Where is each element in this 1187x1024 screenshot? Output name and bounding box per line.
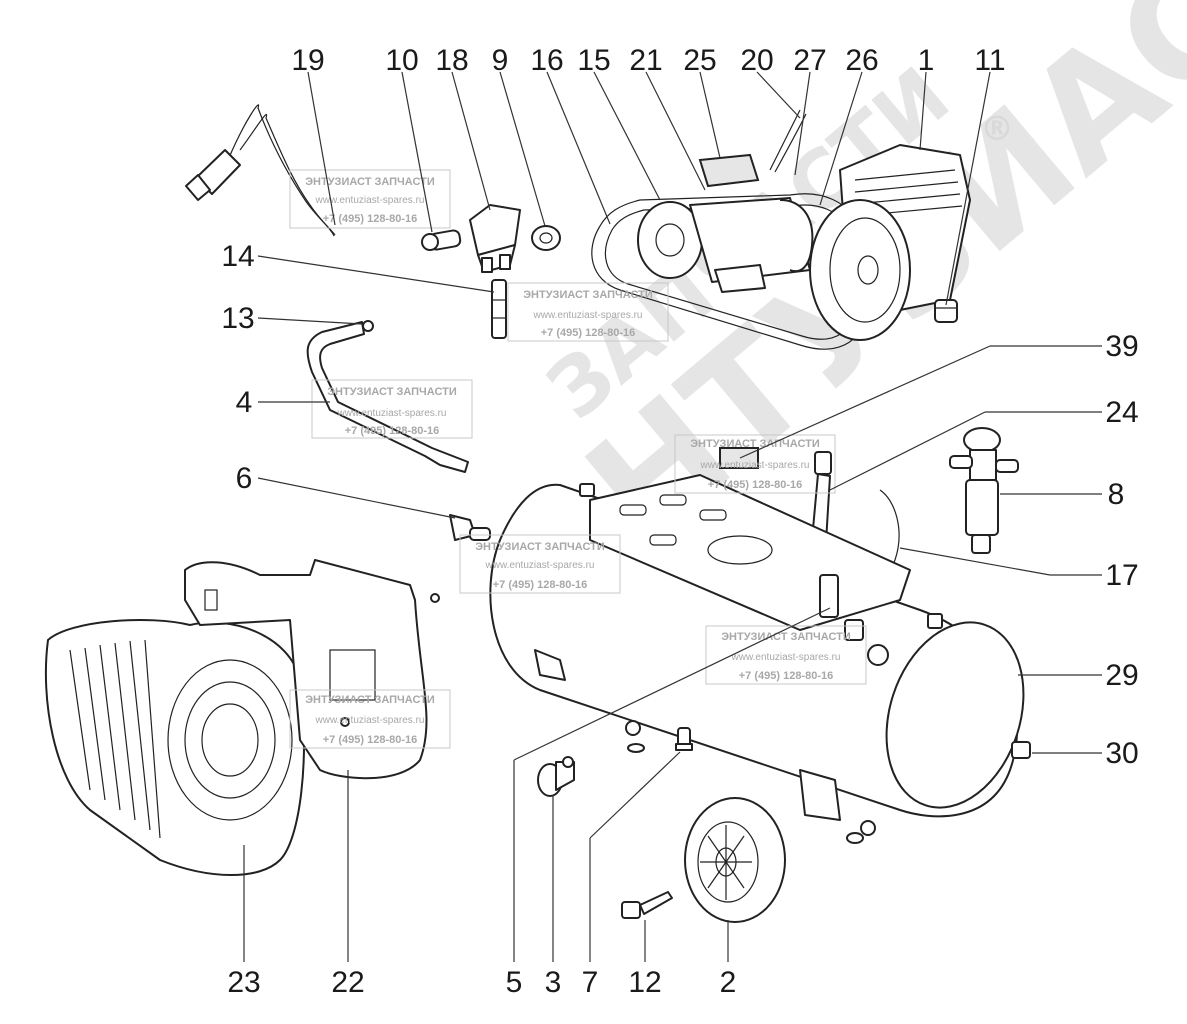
callout-24: 24: [1105, 396, 1138, 429]
belt-guard-back: [184, 559, 440, 780]
watermark-site-6: www.entuziast-spares.ru: [731, 652, 841, 663]
callout-2: 2: [720, 966, 737, 999]
watermark-brand-3: ЭНТУЗИАСТ ЗАПЧАСТИ: [327, 386, 457, 398]
watermark-brand-1: ЭНТУЗИАСТ ЗАПЧАСТИ: [305, 176, 435, 188]
callout-9: 9: [492, 44, 509, 77]
callout-22: 22: [331, 966, 364, 999]
callout-12: 12: [628, 966, 661, 999]
pressure-switch: [469, 204, 521, 273]
main-wheel: [684, 797, 786, 923]
watermark-brand-2: ЭНТУЗИАСТ ЗАПЧАСТИ: [523, 289, 653, 301]
callout-20: 20: [740, 44, 773, 77]
callout-15: 15: [577, 44, 610, 77]
belt-guard-grille: [69, 639, 293, 839]
callout-3: 3: [545, 966, 562, 999]
electric-motor: [637, 153, 814, 293]
watermark-box-7: ЭНТУЗИАСТ ЗАПЧАСТИ www.entuziast-spares.…: [289, 689, 451, 749]
watermark-site-3: www.entuziast-spares.ru: [337, 408, 447, 419]
watermark-box-1: ЭНТУЗИАСТ ЗАПЧАСТИ www.entuziast-spares.…: [289, 169, 451, 229]
watermark-brand-6: ЭНТУЗИАСТ ЗАПЧАСТИ: [721, 631, 851, 643]
air-filter: [531, 225, 561, 251]
watermark-phone-2: +7 (495) 128-80-16: [541, 327, 635, 339]
watermark-phone-4: +7 (495) 128-80-16: [708, 479, 802, 491]
caster-wheel: [537, 756, 575, 797]
small-fitting-7: [675, 727, 693, 751]
callout-17: 17: [1105, 559, 1138, 592]
watermark-phone-3: +7 (495) 128-80-16: [345, 425, 439, 437]
nuts-washers: [625, 720, 876, 844]
watermark-box-4: ЭНТУЗИАСТ ЗАПЧАСТИ www.entuziast-spares.…: [674, 434, 836, 494]
belt-guard-cover: [44, 619, 305, 876]
callout-30: 30: [1105, 737, 1138, 770]
callout-27: 27: [793, 44, 826, 77]
watermark-brand-5: ЭНТУЗИАСТ ЗАПЧАСТИ: [475, 541, 605, 553]
callout-5: 5: [506, 966, 523, 999]
fitting-11: [934, 299, 958, 323]
watermark-site-2: www.entuziast-spares.ru: [533, 310, 643, 321]
watermark-phone-7: +7 (495) 128-80-16: [323, 734, 417, 746]
leader-lines: [243, 71, 1102, 962]
callout-7: 7: [582, 966, 599, 999]
callout-19: 19: [291, 44, 324, 77]
callout-21: 21: [629, 44, 662, 77]
callout-10: 10: [385, 44, 418, 77]
watermark-phone-5: +7 (495) 128-80-16: [493, 579, 587, 591]
watermark-box-5: ЭНТУЗИАСТ ЗАПЧАСТИ www.entuziast-spares.…: [459, 534, 621, 594]
delivery-tube: [306, 320, 469, 473]
watermark-phone-1: +7 (495) 128-80-16: [323, 213, 417, 225]
watermark-site-7: www.entuziast-spares.ru: [315, 715, 425, 726]
callout-numbers: 19 10 18 9 16 15 21 25 20 27 26 1 11 14 …: [221, 44, 1138, 999]
callout-6: 6: [236, 462, 253, 495]
compressor-pump: [809, 144, 971, 341]
tank-plug: [1011, 741, 1031, 759]
pressure-regulator: [949, 427, 1019, 554]
watermark-site-1: www.entuziast-spares.ru: [315, 195, 425, 206]
fitting-10: [421, 229, 462, 251]
watermark-brand-4: ЭНТУЗИАСТ ЗАПЧАСТИ: [690, 438, 820, 450]
registered-mark: ®: [980, 109, 1014, 149]
watermark-box-2: ЭНТУЗИАСТ ЗАПЧАСТИ www.entuziast-spares.…: [507, 282, 669, 342]
air-tank: [489, 474, 1025, 821]
rating-plate: [719, 447, 759, 469]
watermark-brand-7: ЭНТУЗИАСТ ЗАПЧАСТИ: [305, 694, 435, 706]
callout-18: 18: [435, 44, 468, 77]
callout-8: 8: [1108, 478, 1125, 511]
power-cord: [185, 104, 336, 237]
callout-25: 25: [683, 44, 716, 77]
callout-16: 16: [530, 44, 563, 77]
callout-13: 13: [221, 302, 254, 335]
watermark-site-5: www.entuziast-spares.ru: [485, 560, 595, 571]
watermark-phone-6: +7 (495) 128-80-16: [739, 670, 833, 682]
watermark-box-3: ЭНТУЗИАСТ ЗАПЧАСТИ www.entuziast-spares.…: [311, 379, 473, 439]
watermark-site-4: www.entuziast-spares.ru: [700, 460, 810, 471]
callout-26: 26: [845, 44, 878, 77]
axle-bolt: [621, 891, 673, 919]
callout-14: 14: [221, 240, 254, 273]
callout-39: 39: [1105, 330, 1138, 363]
watermark-box-6: ЭНТУЗИАСТ ЗАПЧАСТИ www.entuziast-spares.…: [705, 625, 867, 685]
callout-4: 4: [236, 386, 253, 419]
callout-23: 23: [227, 966, 260, 999]
callout-11: 11: [974, 44, 1005, 77]
callout-1: 1: [918, 44, 935, 77]
nipple-14: [491, 279, 507, 339]
callout-29: 29: [1105, 659, 1138, 692]
